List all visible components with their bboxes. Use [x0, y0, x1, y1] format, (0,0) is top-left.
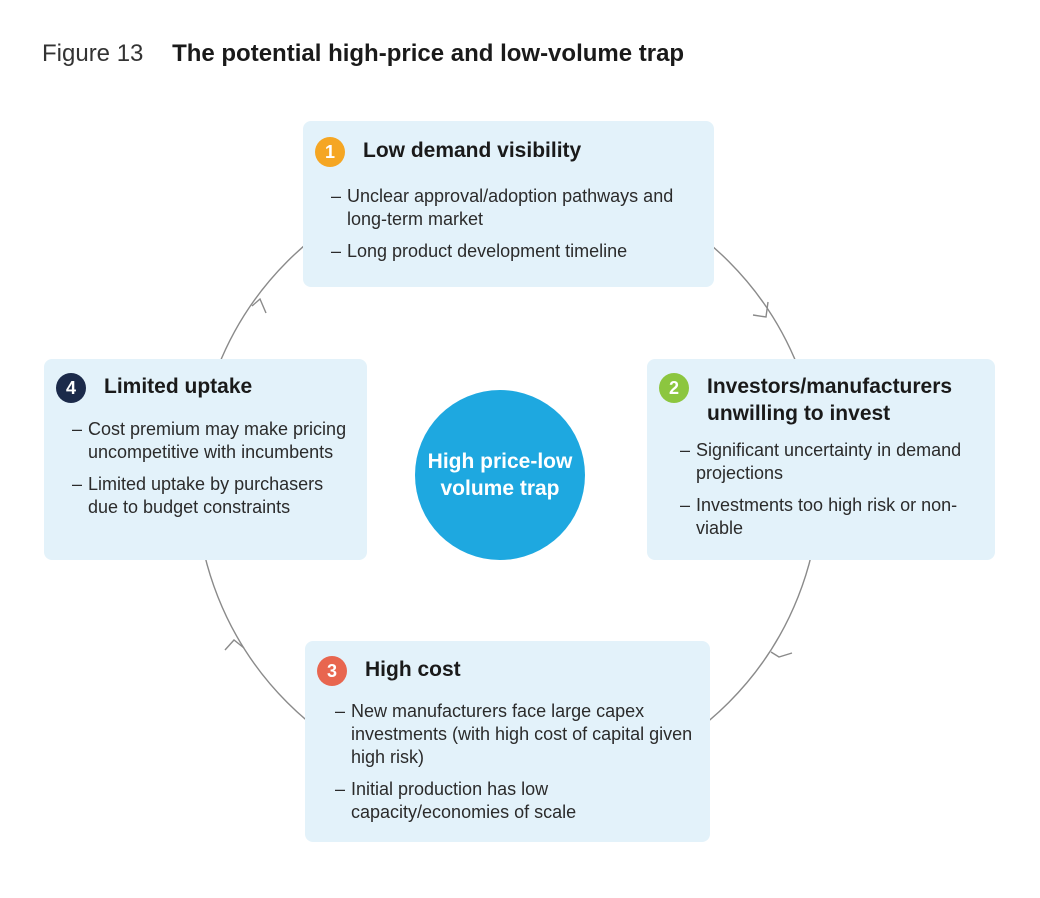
cycle-arrow-1	[251, 297, 267, 314]
step-header: 1 Low demand visibility	[315, 137, 581, 167]
cycle-arrow-4	[224, 639, 245, 651]
cycle-arrow-2	[752, 301, 769, 318]
step-header: 3 High cost	[317, 656, 461, 686]
step-card-high-cost: 3 High cost New manufacturers face large…	[305, 641, 710, 842]
step-bullet: Limited uptake by purchasers due to budg…	[72, 473, 357, 519]
step-number-badge: 4	[56, 373, 86, 403]
step-card-limited-uptake: 4 Limited uptake Cost premium may make p…	[44, 359, 367, 560]
figure-heading: The potential high-price and low-volume …	[172, 40, 685, 67]
figure-title: Figure 13 The potential high-price and l…	[42, 38, 684, 70]
step-bullet: New manufacturers face large capex inves…	[335, 700, 695, 769]
step-card-low-demand-visibility: 1 Low demand visibility Unclear approval…	[303, 121, 714, 287]
step-number-badge: 3	[317, 656, 347, 686]
step-bullet-list: New manufacturers face large capex inves…	[335, 700, 695, 833]
step-bullet-list: Unclear approval/adoption pathways and l…	[331, 185, 701, 272]
step-bullet: Cost premium may make pricing uncompetit…	[72, 418, 357, 464]
center-hub: High price-low volume trap	[415, 390, 585, 560]
step-title: Low demand visibility	[363, 139, 582, 162]
step-title: Investors/manufacturers unwilling to inv…	[707, 375, 953, 425]
step-bullet: Unclear approval/adoption pathways and l…	[331, 185, 701, 231]
step-bullet-list: Cost premium may make pricing uncompetit…	[72, 418, 357, 528]
step-bullet: Long product development timeline	[331, 240, 701, 263]
step-number-badge: 1	[315, 137, 345, 167]
center-hub-label: High price-low volume trap	[427, 450, 573, 500]
step-bullet: Investments too high risk or non-viable	[680, 494, 980, 540]
step-bullet-list: Significant uncertainty in demand projec…	[680, 439, 980, 549]
step-bullet: Initial production has low capacity/econ…	[335, 778, 695, 824]
step-title: High cost	[365, 658, 461, 681]
step-title: Limited uptake	[104, 375, 253, 398]
step-header: 4 Limited uptake	[56, 373, 252, 403]
step-number-badge: 2	[659, 373, 689, 403]
step-card-investors-unwilling: 2 Investors/manufacturers unwilling to i…	[647, 359, 995, 560]
step-bullet: Significant uncertainty in demand projec…	[680, 439, 980, 485]
cycle-arrow-3	[770, 651, 793, 658]
figure-label: Figure 13	[42, 40, 144, 67]
step-header: 2 Investors/manufacturers unwilling to i…	[659, 373, 992, 427]
